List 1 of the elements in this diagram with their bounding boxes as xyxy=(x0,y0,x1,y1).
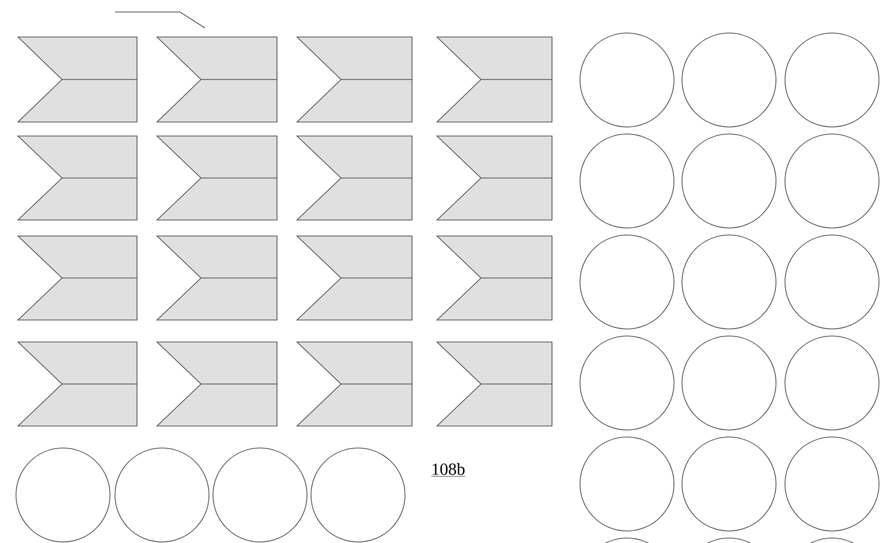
reference-numeral: 108b xyxy=(431,463,466,477)
